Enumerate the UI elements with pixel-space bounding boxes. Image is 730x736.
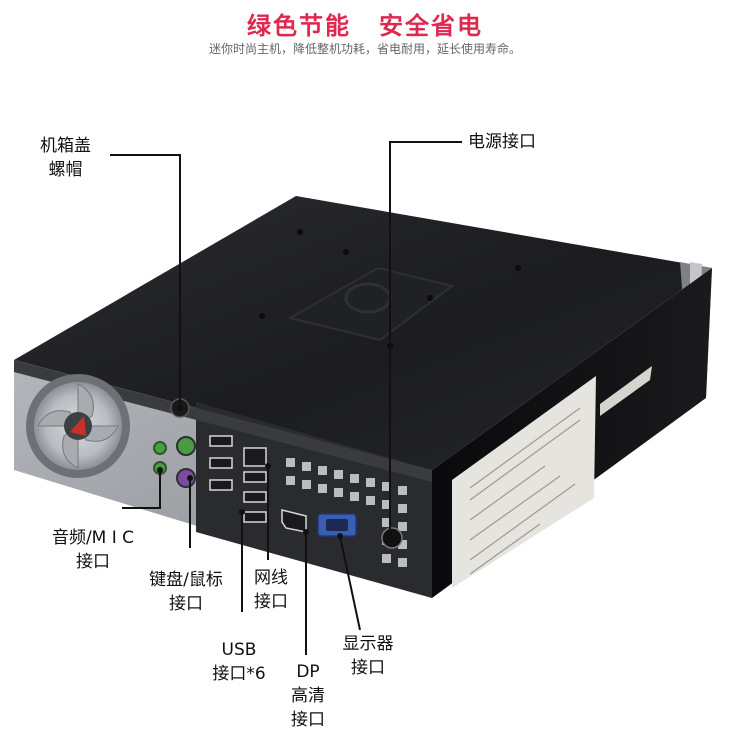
callout-network: 网线 接口 — [246, 566, 296, 614]
callout-keyboard-mouse-line2: 接口 — [169, 594, 203, 614]
callout-audio-mic-line1: 音频/M I C — [51, 528, 135, 548]
callout-case-screw-line1: 机箱盖 — [40, 136, 91, 156]
callout-displayport: DP 高清 接口 — [284, 660, 332, 732]
displayport-port — [281, 509, 307, 533]
usb-ports — [209, 435, 267, 523]
callout-network-line1: 网线 — [254, 568, 288, 588]
callout-usb-line1: USB — [221, 640, 257, 660]
callout-displayport-line1: DP — [296, 662, 320, 682]
callout-monitor-vga-line2: 接口 — [351, 658, 385, 678]
ps2-port-top — [176, 436, 196, 456]
callout-keyboard-mouse: 键盘/鼠标 接口 — [138, 568, 234, 616]
callout-displayport-line2: 高清 — [291, 686, 325, 706]
callout-usb-line2: 接口*6 — [212, 664, 266, 684]
callout-case-screw-line2: 螺帽 — [48, 160, 83, 180]
callout-displayport-line3: 接口 — [291, 710, 325, 730]
callout-monitor-vga-line1: 显示器 — [342, 634, 394, 654]
callout-case-screw: 机箱盖 螺帽 — [40, 134, 91, 182]
callout-keyboard-mouse-line1: 键盘/鼠标 — [149, 570, 223, 590]
title-safe-power: 安全省电 — [379, 12, 483, 40]
ethernet-port — [243, 447, 267, 467]
callout-monitor-vga: 显示器 接口 — [334, 632, 402, 680]
callout-power-port: 电源接口 — [468, 132, 536, 152]
audio-port — [153, 441, 167, 455]
header-subtitle: 迷你时尚主机，降低整机功耗，省电耐用，延长使用寿命。 — [208, 42, 521, 56]
callout-network-line2: 接口 — [254, 592, 288, 612]
title-energy-saving: 绿色节能 — [247, 12, 351, 40]
regulatory-label — [452, 376, 596, 588]
header-title: 绿色节能安全省电 — [0, 6, 730, 41]
callout-usb: USB 接口*6 — [204, 638, 274, 686]
callout-audio-mic-line2: 接口 — [76, 552, 110, 572]
callout-audio-mic: 音频/M I C 接口 — [38, 526, 148, 574]
